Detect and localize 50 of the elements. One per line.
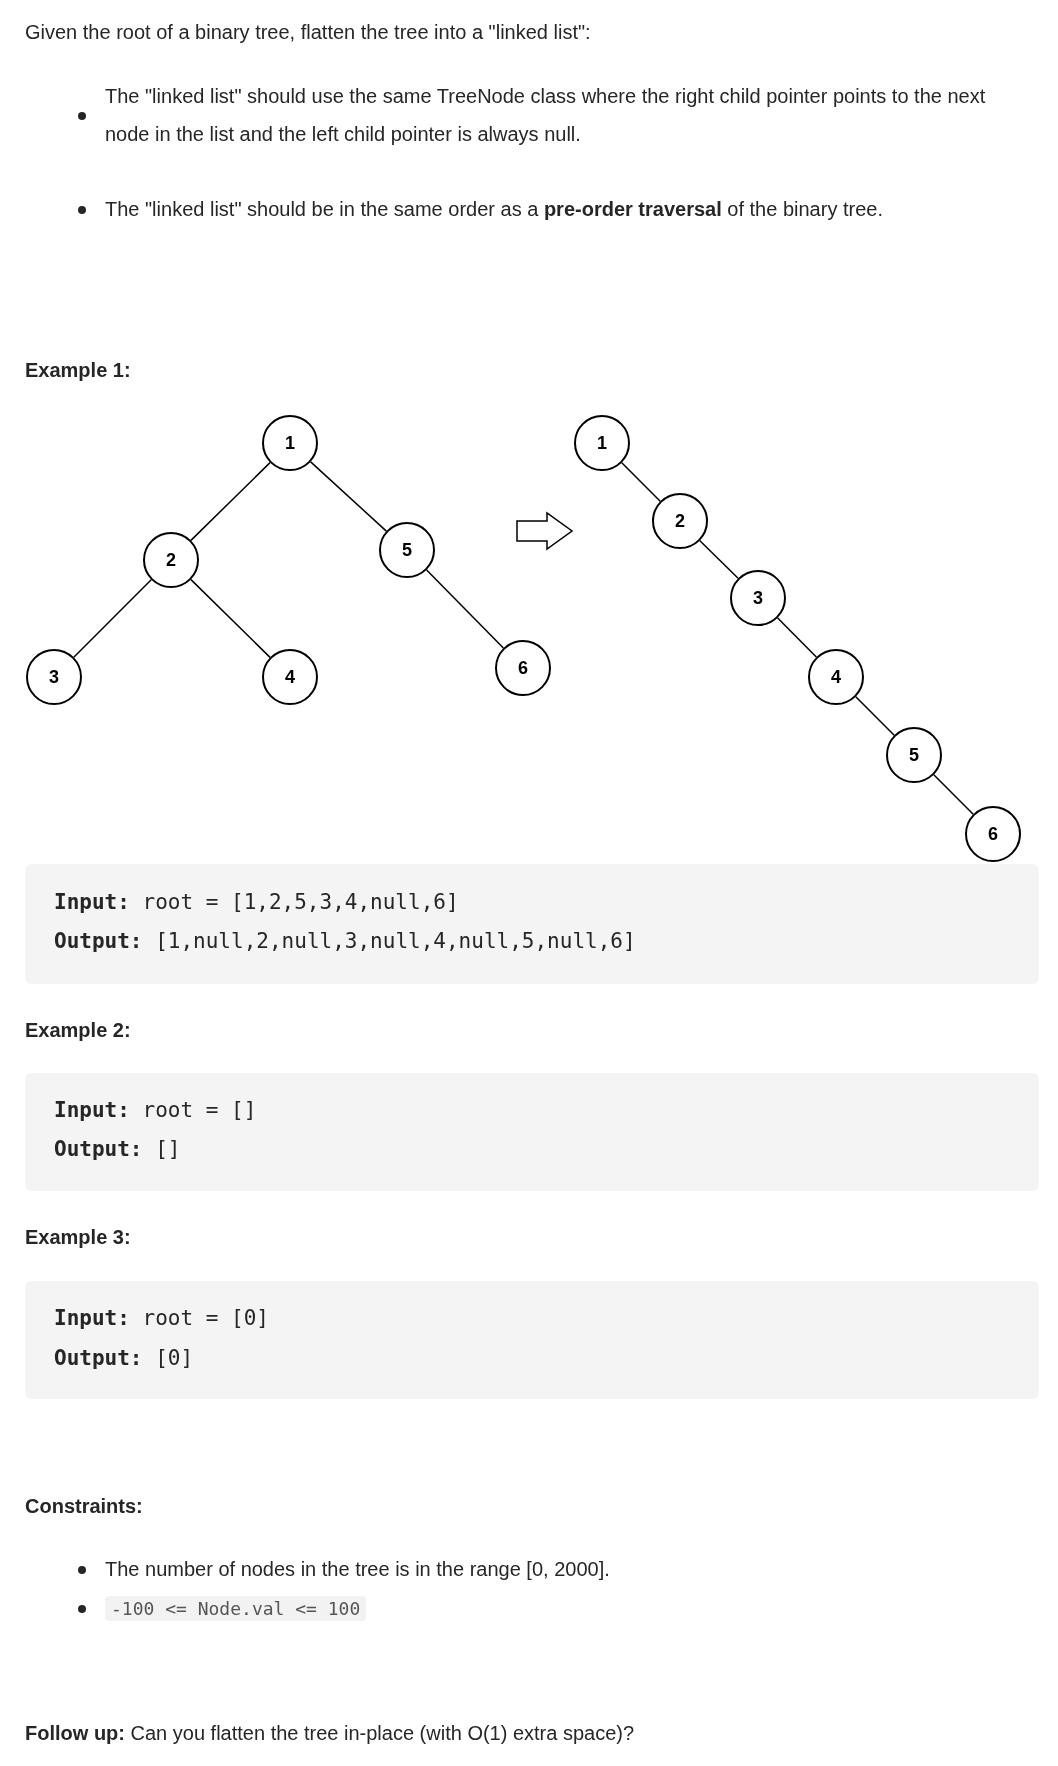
- constraints-heading: Constraints:: [25, 1494, 144, 1519]
- tree-node-circle: [379, 522, 435, 578]
- node-value: 5: [402, 539, 412, 561]
- tree-edge: [621, 462, 661, 502]
- tree-node-circle: [262, 649, 318, 705]
- tree-edge: [190, 578, 271, 659]
- code-line: Input: root = []: [54, 1097, 258, 1124]
- tree-edge: [699, 539, 739, 580]
- bullet-text: The "linked list" should be in the same order as a pre-order traversal of the binary tree.: [105, 197, 884, 222]
- code-line: Output: [0]: [54, 1345, 195, 1372]
- tree-node-circle: [965, 806, 1021, 862]
- code-text: -100 <= Node.val <= 100: [105, 1596, 367, 1621]
- node-value: 1: [597, 432, 607, 454]
- example-heading: Example 3:: [25, 1225, 132, 1250]
- node-value: 4: [831, 666, 841, 688]
- tree-node-circle: [143, 532, 199, 588]
- example-heading: Example 1:: [25, 358, 132, 383]
- node-value: 1: [285, 432, 295, 454]
- code-line: Output: [1,null,2,null,3,null,4,null,5,null,6]: [54, 928, 637, 955]
- follow-up-text: Follow up: Can you flatten the tree in-place (with O(1) extra space)?: [25, 1721, 636, 1746]
- tree-node-circle: [495, 640, 551, 696]
- code-line: Input: root = [1,2,5,3,4,null,6]: [54, 889, 460, 916]
- tree-node-circle: [26, 649, 82, 705]
- tree-edge: [933, 774, 974, 815]
- node-value: 6: [988, 823, 998, 845]
- node-value: 5: [909, 744, 919, 766]
- node-value: 3: [753, 587, 763, 609]
- bullet-text: The "linked list" should use the same TreeNode class where the right child pointer points to the next node in the list and the left child pointer is always null.: [105, 84, 987, 147]
- node-value: 3: [49, 666, 59, 688]
- tree-edge: [855, 696, 895, 736]
- node-value: 6: [518, 657, 528, 679]
- tree-node-circle: [808, 649, 864, 705]
- tree-edge: [425, 569, 505, 649]
- tree-node-circle: [652, 493, 708, 549]
- code-line: Output: []: [54, 1136, 182, 1163]
- node-value: 4: [285, 666, 295, 688]
- code-line: Input: root = [0]: [54, 1305, 270, 1332]
- node-value: 2: [166, 549, 176, 571]
- node-value: 2: [675, 510, 685, 532]
- tree-node-circle: [730, 570, 786, 626]
- tree-node-circle: [574, 415, 630, 471]
- tree-edge: [190, 461, 271, 542]
- bullet-text: The number of nodes in the tree is in the range [0, 2000].: [105, 1557, 611, 1582]
- tree-edge: [776, 617, 818, 658]
- tree-node-circle: [262, 415, 318, 471]
- tree-edge: [73, 579, 152, 658]
- tree-node-circle: [886, 727, 942, 783]
- tree-edge: [309, 461, 388, 532]
- example-heading: Example 2:: [25, 1018, 132, 1043]
- intro-text: Given the root of a binary tree, flatten the tree into a "linked list":: [25, 20, 592, 45]
